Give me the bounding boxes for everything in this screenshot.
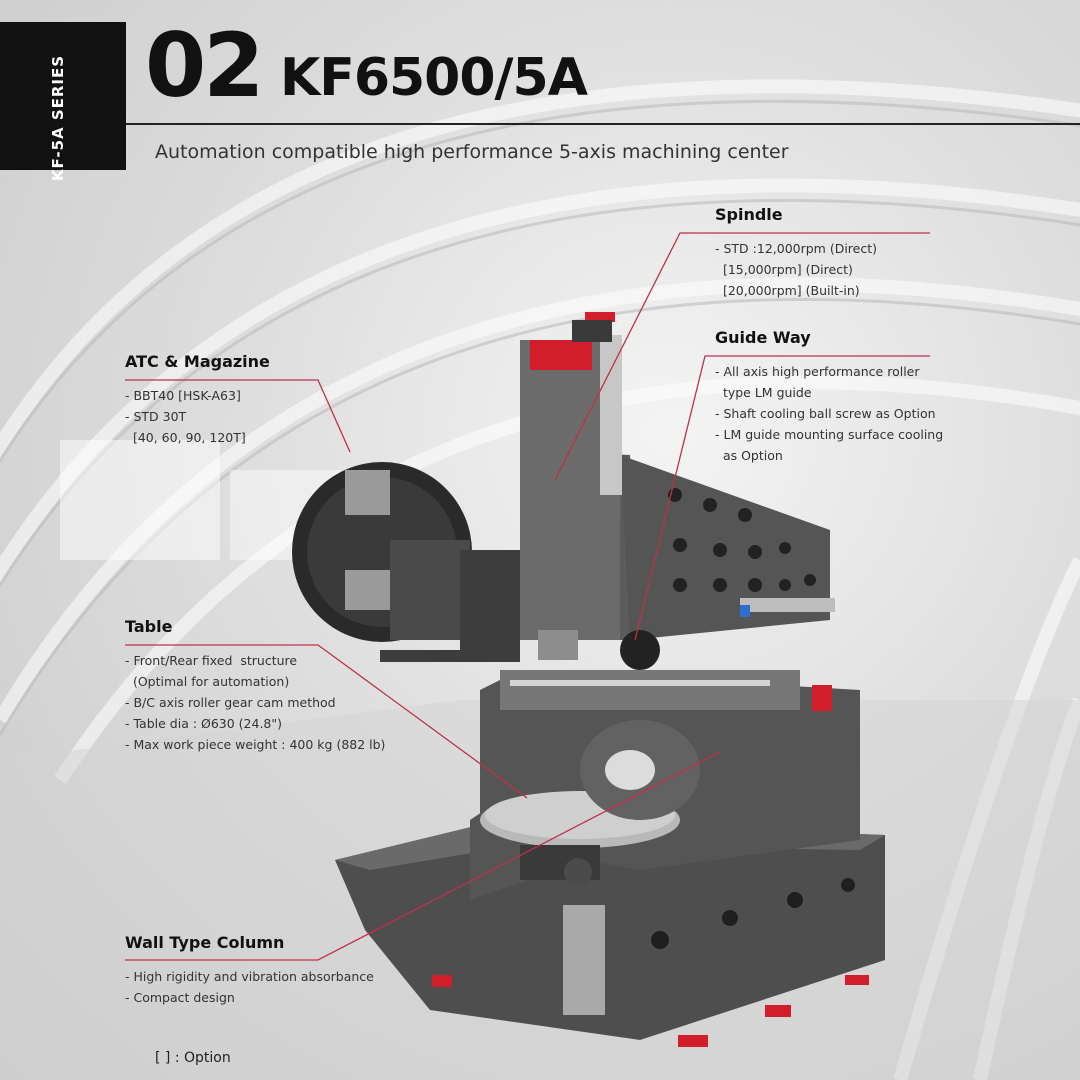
- list-item: - LM guide mounting surface cooling: [715, 427, 944, 442]
- list-item: - Max work piece weight : 400 kg (882 lb…: [125, 737, 386, 752]
- model-title: KF6500/5A: [280, 48, 588, 108]
- series-tab: KF-5A SERIES: [0, 22, 126, 181]
- list-item: (Optimal for automation): [125, 674, 290, 689]
- page-number: 02: [145, 14, 264, 117]
- callout-list: - High rigidity and vibration absorbance…: [125, 966, 374, 1008]
- list-item: - B/C axis roller gear cam method: [125, 695, 336, 710]
- list-item: [15,000rpm] (Direct): [715, 262, 853, 277]
- list-item: - STD 30T: [125, 409, 187, 424]
- callout-title: Spindle: [715, 205, 783, 224]
- list-item: [40, 60, 90, 120T]: [125, 430, 246, 445]
- list-item: - All axis high performance roller: [715, 364, 920, 379]
- list-item: - Shaft cooling ball screw as Option: [715, 406, 936, 421]
- list-item: - STD :12,000rpm (Direct): [715, 241, 878, 256]
- series-label: KF-5A SERIES: [49, 54, 67, 182]
- callout-list: - STD :12,000rpm (Direct) [15,000rpm] (D…: [715, 238, 877, 301]
- column-leader: [125, 751, 721, 961]
- list-item: type LM guide: [715, 385, 812, 400]
- list-item: - High rigidity and vibration absorbance: [125, 969, 374, 984]
- list-item: - Compact design: [125, 990, 235, 1005]
- callout-list: - BBT40 [HSK-A63] - STD 30T [40, 60, 90,…: [125, 385, 270, 448]
- list-item: as Option: [715, 448, 783, 463]
- atc-leader: [125, 379, 351, 453]
- table-leader: [125, 644, 528, 799]
- callout-title: ATC & Magazine: [125, 352, 270, 371]
- atc-magazine: [292, 462, 520, 662]
- list-item: - Front/Rear fixed structure: [125, 653, 298, 668]
- callout-title: Guide Way: [715, 328, 811, 347]
- callout-title: Wall Type Column: [125, 933, 285, 952]
- option-footnote: [ ] : Option: [155, 1050, 231, 1066]
- callout-wall-type-column: Wall Type Column - High rigidity and vib…: [125, 933, 374, 1008]
- list-item: - Table dia : Ø630 (24.8"): [125, 716, 283, 731]
- guideway-leader: [634, 355, 930, 641]
- callout-guide-way: Guide Way - All axis high performance ro…: [715, 328, 943, 466]
- spindle-leader: [554, 232, 930, 481]
- callout-spindle: Spindle - STD :12,000rpm (Direct) [15,00…: [715, 205, 877, 301]
- title-divider: [126, 123, 1080, 125]
- list-item: - BBT40 [HSK-A63]: [125, 388, 241, 403]
- callout-title: Table: [125, 617, 173, 636]
- callout-list: - Front/Rear fixed structure (Optimal fo…: [125, 650, 385, 755]
- callout-table: Table - Front/Rear fixed structure (Opti…: [125, 617, 385, 755]
- subtitle: Automation compatible high performance 5…: [155, 141, 789, 163]
- callout-atc-magazine: ATC & Magazine - BBT40 [HSK-A63] - STD 3…: [125, 352, 270, 448]
- callout-list: - All axis high performance roller type …: [715, 361, 943, 466]
- rotary-table: [470, 720, 700, 900]
- list-item: [20,000rpm] (Built-in): [715, 283, 860, 298]
